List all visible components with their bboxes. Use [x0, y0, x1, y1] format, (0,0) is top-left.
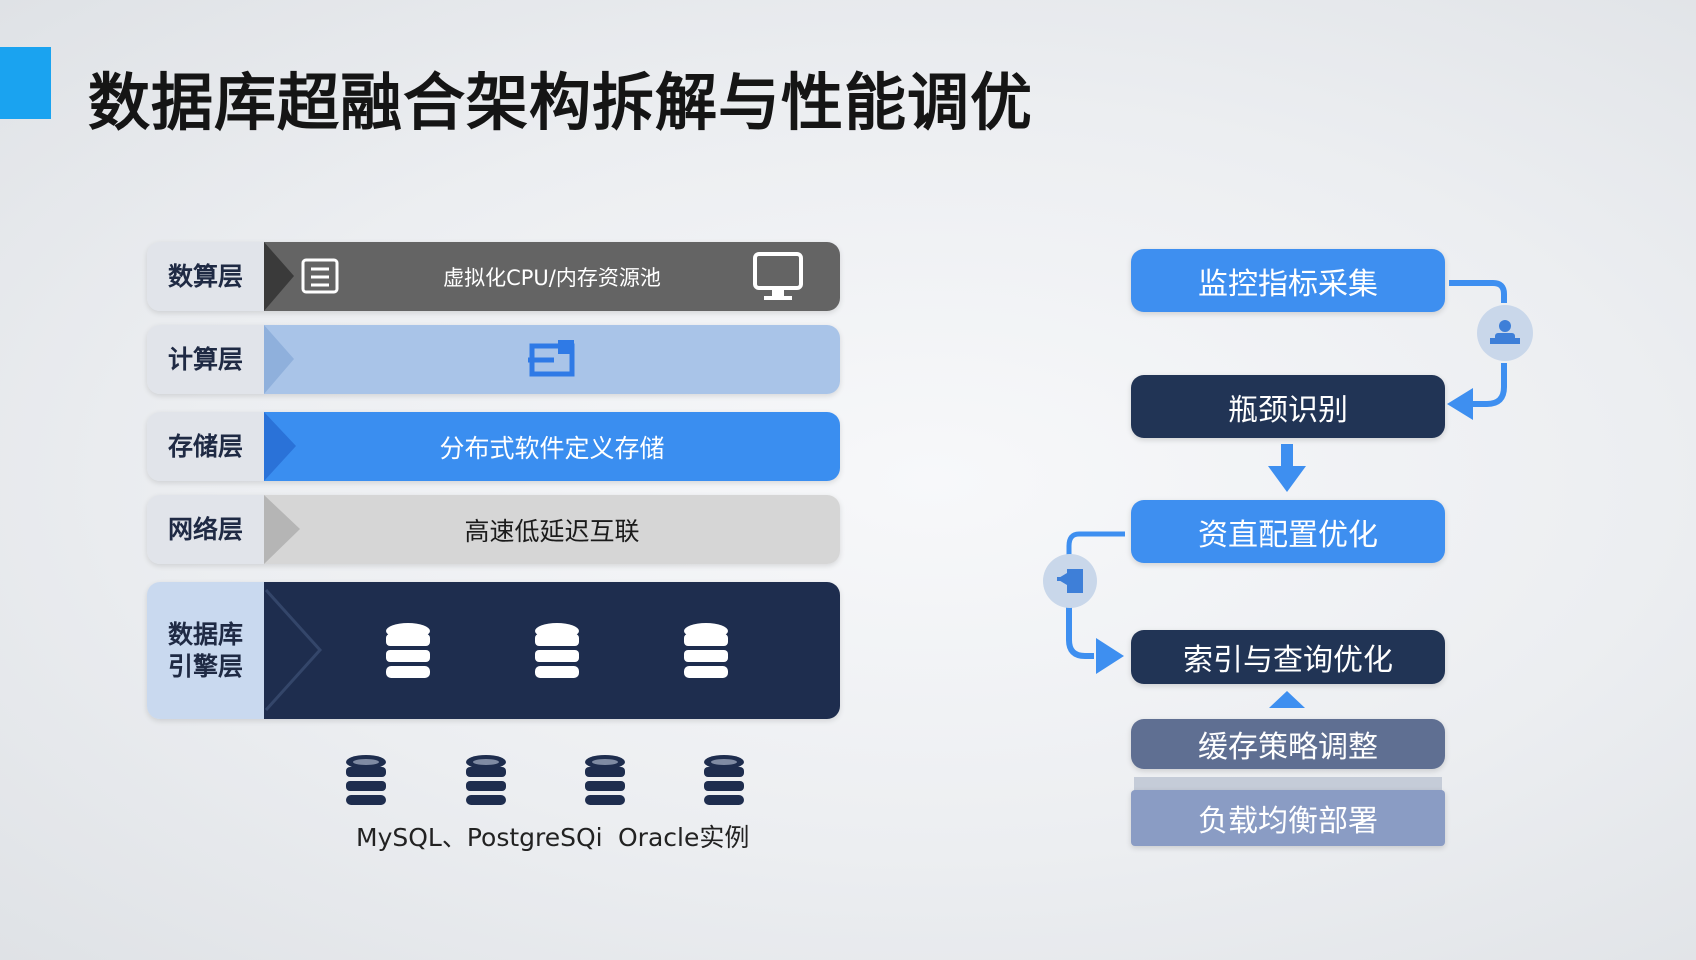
layer-body: 分布式软件定义存储	[264, 412, 840, 481]
layer-body: 虚拟化CPU/内存资源池	[264, 242, 840, 311]
chevron-icon	[264, 412, 296, 481]
layer-content: 高速低延迟互联	[464, 516, 640, 546]
export-icon	[1043, 554, 1097, 608]
flow-step-index-query: 索引与查询优化	[1131, 630, 1445, 684]
layer-label-line: 引擎层	[167, 651, 243, 681]
layer-body	[264, 325, 840, 394]
layer-compute: 计算层	[147, 325, 840, 394]
flow-step-bottleneck: 瓶颈识别	[1131, 375, 1445, 438]
title-accent-bar	[0, 47, 51, 119]
layer-content: 分布式软件定义存储	[439, 433, 665, 463]
layer-label: 网络层	[147, 495, 264, 564]
flow-step-cache: 缓存策略调整	[1131, 719, 1445, 769]
compute-node-icon	[528, 339, 575, 376]
layer-label: 数据库 引擎层	[147, 582, 264, 719]
layer-grid-icon	[301, 258, 339, 294]
layer-label: 存储层	[147, 412, 264, 481]
stack-divider	[1134, 777, 1442, 791]
flow-step-load-balance: 负载均衡部署	[1131, 790, 1445, 846]
layer-database-engine: 数据库 引擎层	[147, 582, 840, 719]
layer-label-line: 数据库	[167, 619, 243, 649]
chevron-icon	[264, 325, 294, 394]
layer-compute-virtualization: 数算层 虚拟化CPU/内存资源池	[147, 242, 840, 311]
layer-content: 虚拟化CPU/内存资源池	[443, 265, 661, 290]
flow-step-resource-config: 资直配置优化	[1131, 500, 1445, 563]
db-caption-left: MySQL、PostgreSQi	[356, 823, 603, 852]
chevron-icon	[264, 242, 294, 311]
layer-label: 计算层	[147, 325, 264, 394]
layer-network: 网络层 高速低延迟互联	[147, 495, 840, 564]
user-group-icon	[1477, 305, 1533, 361]
layer-body: 高速低延迟互联	[264, 495, 840, 564]
layer-body	[264, 582, 840, 719]
flow-step-monitoring: 监控指标采集	[1131, 249, 1445, 312]
layer-label: 数算层	[147, 242, 264, 311]
chevron-icon	[264, 588, 323, 712]
chevron-icon	[264, 495, 300, 564]
monitor-icon	[753, 252, 803, 300]
db-caption-right: Oracle实例	[618, 823, 750, 852]
page-title: 数据库超融合架构拆解与性能调优	[88, 66, 1034, 139]
layer-storage: 存储层 分布式软件定义存储	[147, 412, 840, 481]
